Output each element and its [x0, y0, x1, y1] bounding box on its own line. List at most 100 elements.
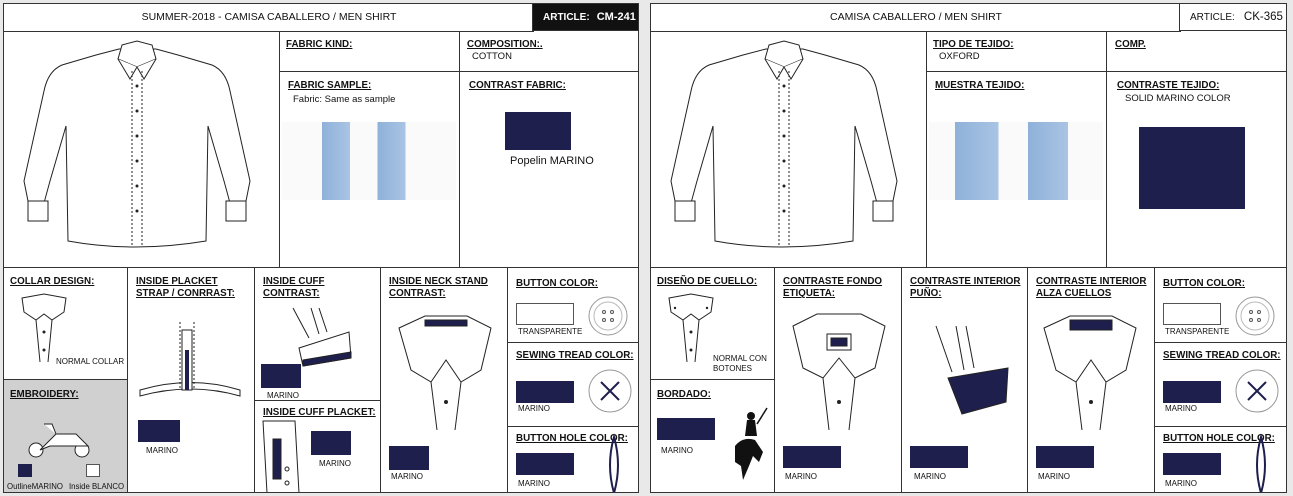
neck-stand-value: MARINO: [391, 472, 423, 481]
cuff-placket-icon: [262, 420, 300, 492]
button-color-value: TRANSPARENTE: [1165, 327, 1230, 336]
button-hole-label: BUTTON HOLE COLOR:: [516, 433, 628, 444]
fabric-sample-cell: FABRIC SAMPLE: Fabric: Same as sample: [280, 72, 460, 268]
button-hole-label: BUTTON HOLE COLOR:: [1163, 433, 1275, 444]
fabric-sample-note: Fabric: Same as sample: [293, 94, 396, 105]
shirt-front-icon: [23, 40, 251, 248]
puno-label-2: PUÑO:: [910, 288, 942, 299]
sewing-tread-value: MARINO: [1165, 404, 1197, 413]
neck-stand-icon: [398, 315, 492, 431]
puno-label-1: CONTRASTE INTERIOR: [910, 276, 1021, 287]
etiqueta-value: MARINO: [785, 472, 817, 481]
fabric-kind-cell: FABRIC KIND:: [280, 31, 460, 72]
article-label: ARTICLE:: [543, 12, 590, 23]
inside-cuff-placket-label: INSIDE CUFF PLACKET:: [263, 407, 376, 418]
tipo-tejido-cell: TIPO DE TEJIDO: OXFORD: [927, 31, 1107, 72]
composition-label: COMPOSITION:.: [467, 39, 543, 50]
inside-cuff-placket-value: MARINO: [319, 459, 351, 468]
button-color-value: TRANSPARENTE: [518, 327, 583, 336]
shirt-drawing-panel: [4, 31, 280, 268]
contraste-tejido-value: SOLID MARINO COLOR: [1125, 93, 1231, 104]
sheet-title: SUMMER-2018 - CAMISA CABALLERO / MEN SHI…: [4, 4, 534, 32]
alza-label-1: CONTRASTE INTERIOR: [1036, 276, 1147, 287]
collar-design-label: COLLAR DESIGN:: [10, 276, 95, 287]
scooter-icon: [28, 423, 90, 458]
neck-stand-label-1: INSIDE NECK STAND: [389, 276, 488, 287]
button-color-cell: BUTTON COLOR: TRANSPARENTE: [508, 268, 638, 343]
composition-cell: COMPOSITION:. COTTON: [460, 31, 638, 72]
collar-design-value: NORMAL COLLAR: [56, 357, 125, 366]
button-icon: [588, 296, 628, 336]
article-code: CM-241: [596, 11, 636, 23]
cuff-icon: [292, 307, 352, 367]
button-icon: [1235, 296, 1275, 336]
inside-cuff-value: MARINO: [267, 391, 299, 400]
diseno-cuello-cell: DISEÑO DE CUELLO: NORMAL CON BOTONES: [651, 268, 775, 380]
button-color-swatch: [516, 303, 574, 325]
embroidery-inside-swatch: [86, 464, 100, 477]
contraste-tejido-label: CONTRASTE TEJIDO:: [1117, 80, 1220, 91]
inside-placket-label-1: INSIDE PLACKET: [136, 276, 218, 287]
button-color-label: BUTTON COLOR:: [1163, 278, 1245, 289]
collar-icon: [21, 293, 67, 363]
spec-sheet-cm241: SUMMER-2018 - CAMISA CABALLERO / MEN SHI…: [3, 3, 639, 493]
comp-label: COMP.: [1115, 39, 1146, 50]
sewing-tread-swatch: [1163, 381, 1221, 403]
inside-cuff-label-2: CONTRAST:: [263, 288, 320, 299]
contraste-tejido-cell: CONTRASTE TEJIDO: SOLID MARINO COLOR: [1107, 72, 1286, 268]
article-box: ARTICLE: CK-365: [1179, 4, 1286, 31]
collar-design-cell: COLLAR DESIGN: NORMAL COLLAR: [4, 268, 128, 380]
button-hole-swatch: [1163, 453, 1221, 475]
contraste-puno-cell: CONTRASTE INTERIOR PUÑO: MARINO: [902, 268, 1028, 492]
button-hole-value: MARINO: [1165, 479, 1197, 488]
sewing-tread-swatch: [516, 381, 574, 403]
button-hole-swatch: [516, 453, 574, 475]
contrast-fabric-value: Popelin MARINO: [510, 155, 594, 167]
alza-label-2: ALZA CUELLOS: [1036, 288, 1112, 299]
bordado-cell: BORDADO: MARINO: [651, 380, 775, 492]
button-hole-stitch-icon: [609, 433, 619, 492]
etiqueta-label-2: ETIQUETA:: [783, 288, 836, 299]
shirt-front-icon: [670, 40, 898, 248]
embroidery-label: EMBROIDERY:: [10, 389, 79, 400]
diseno-cuello-label: DISEÑO DE CUELLO:: [657, 276, 758, 287]
button-color-cell: BUTTON COLOR: TRANSPARENTE: [1155, 268, 1286, 343]
fabric-swatch-image: [282, 122, 456, 200]
article-label: ARTICLE:: [1190, 12, 1235, 23]
composition-value: COTTON: [472, 51, 512, 62]
polo-player-icon: [735, 407, 768, 480]
inside-cuff-swatch: [261, 364, 301, 388]
inside-cuff-label-1: INSIDE CUFF: [263, 276, 325, 287]
button-hole-cell: BUTTON HOLE COLOR: MARINO: [1155, 427, 1286, 492]
contraste-alza-cell: CONTRASTE INTERIOR ALZA CUELLOS MARINO: [1028, 268, 1155, 492]
puno-swatch: [910, 446, 968, 468]
inside-cuff-placket-swatch: [311, 431, 351, 455]
neck-stand-icon: [1043, 315, 1137, 431]
contraste-etiqueta-cell: CONTRASTE FONDO ETIQUETA: MARINO: [775, 268, 902, 492]
inside-placket-cell: INSIDE PLACKET STRAP / CONRRAST: MARINO: [128, 268, 255, 492]
inside-neck-stand-cell: INSIDE NECK STAND CONTRAST: MARINO: [381, 268, 508, 492]
diseno-cuello-value-1: NORMAL CON: [713, 354, 767, 363]
sewing-tread-value: MARINO: [518, 404, 550, 413]
sewing-tread-label: SEWING TREAD COLOR:: [1163, 350, 1281, 361]
collar-icon: [668, 293, 714, 363]
embroidery-outline-value: OutlineMARINO: [7, 482, 63, 491]
embroidery-outline-swatch: [18, 464, 32, 477]
muestra-tejido-cell: MUESTRA TEJIDO:: [927, 72, 1107, 268]
inside-placket-swatch: [138, 420, 180, 442]
button-hole-stitch-icon: [1256, 433, 1266, 492]
thread-spool-icon: [1235, 369, 1279, 413]
article-code: CK-365: [1243, 11, 1283, 23]
fabric-kind-label: FABRIC KIND:: [286, 39, 353, 50]
bordado-value: MARINO: [661, 446, 693, 455]
inside-cuff-contrast-cell: INSIDE CUFF CONTRAST: MARINO: [255, 268, 381, 401]
inside-cuff-placket-cell: INSIDE CUFF PLACKET: MARINO: [255, 401, 381, 492]
button-color-swatch: [1163, 303, 1221, 325]
article-box: ARTICLE: CM-241: [532, 4, 638, 31]
contraste-tejido-swatch: [1139, 127, 1245, 209]
sewing-tread-cell: SEWING TREAD COLOR: MARINO: [508, 343, 638, 427]
comp-cell: COMP.: [1107, 31, 1286, 72]
tipo-tejido-label: TIPO DE TEJIDO:: [933, 39, 1014, 50]
contrast-fabric-swatch: [505, 112, 571, 150]
fabric-swatch-image: [929, 122, 1103, 200]
